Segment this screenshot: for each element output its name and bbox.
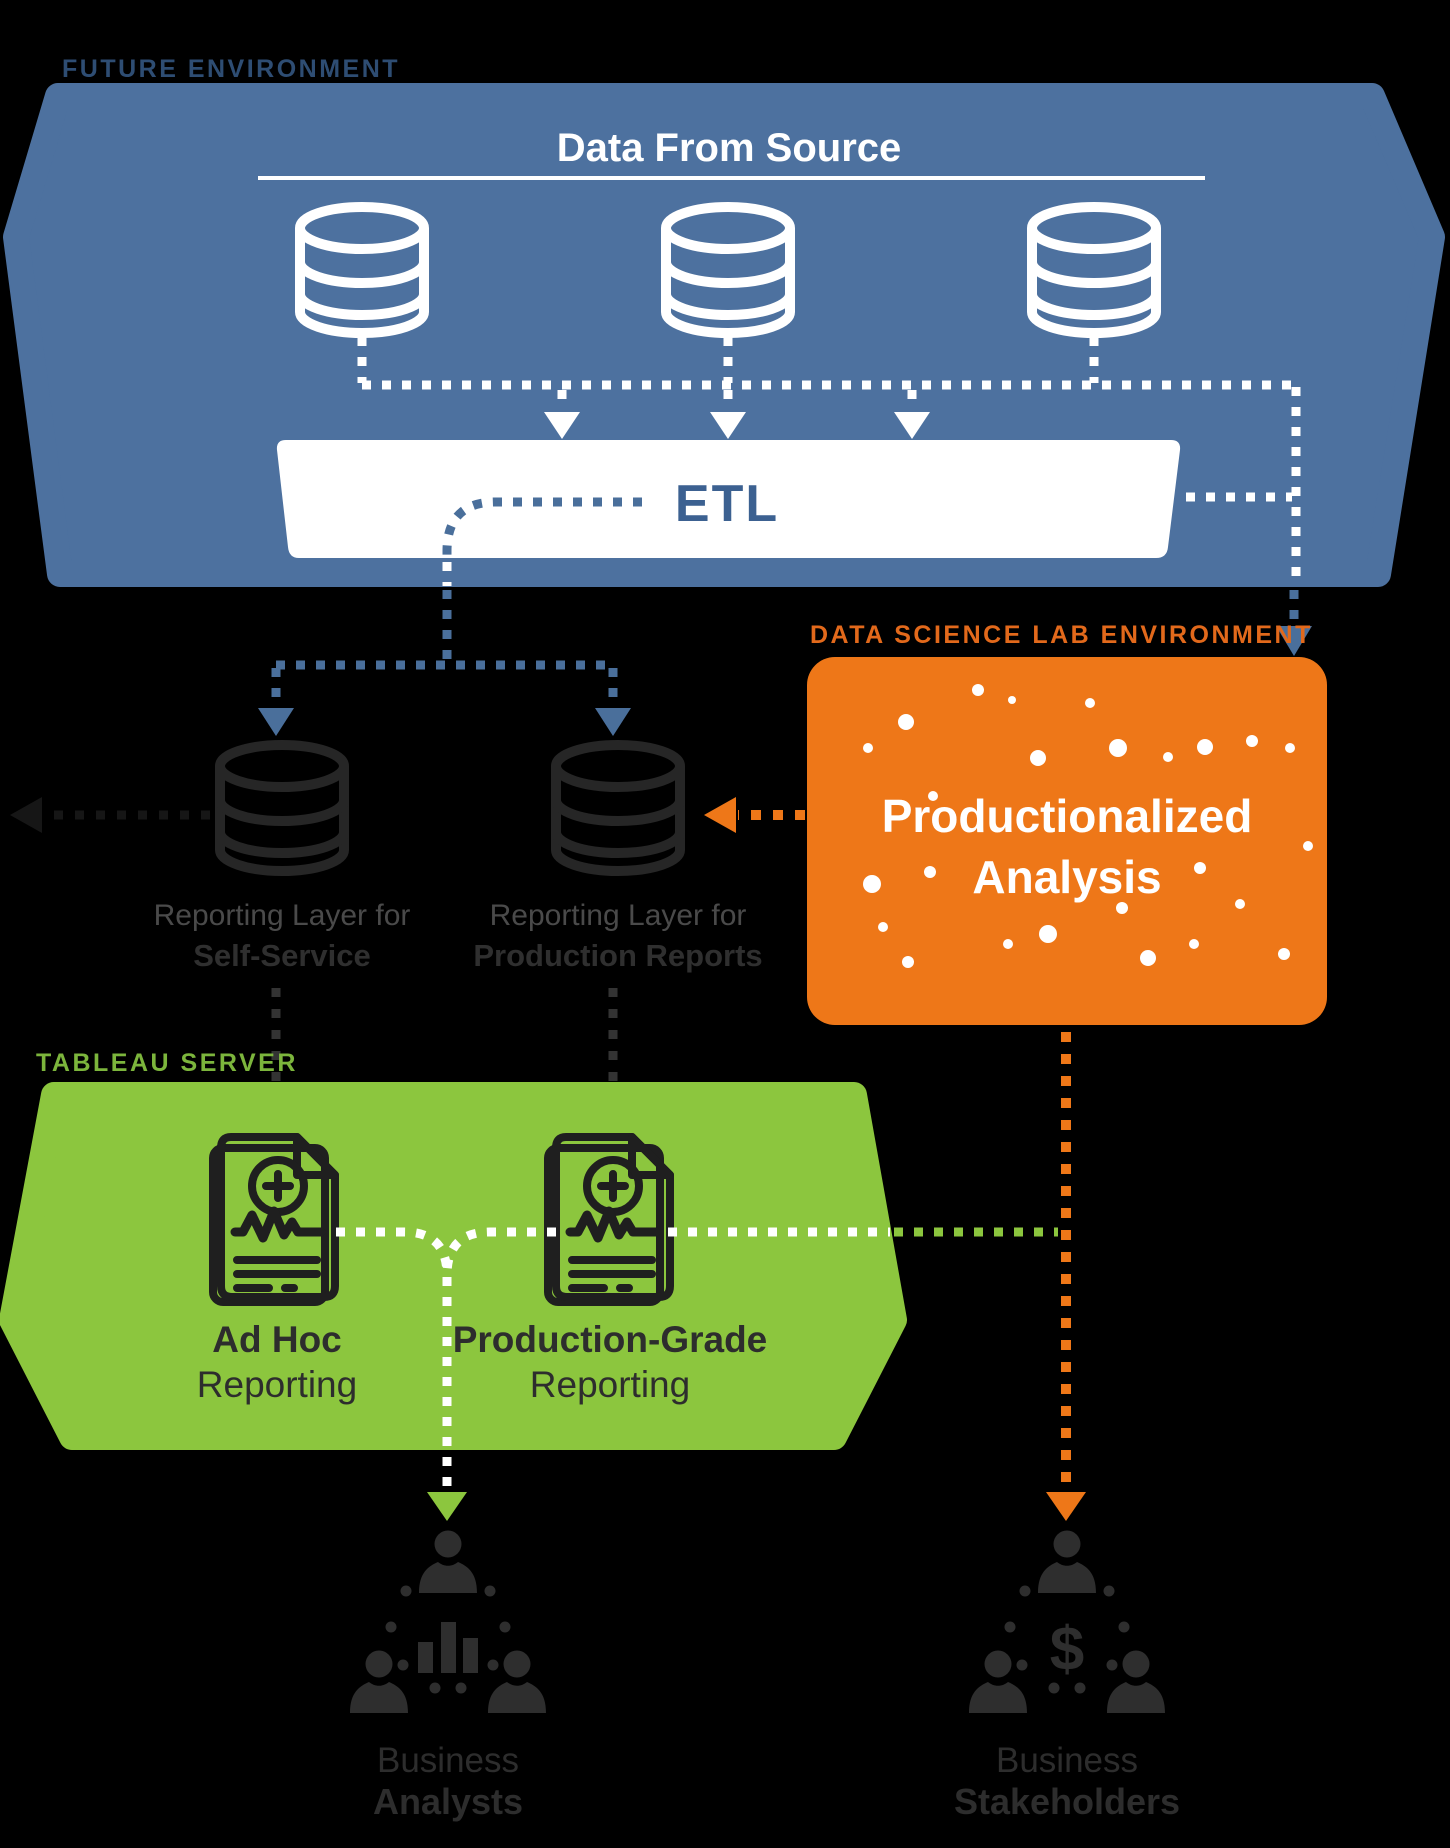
etl-label: ETL [675, 475, 779, 533]
productionalized-analysis-line2: Analysis [972, 851, 1161, 903]
reporting-self-service-line2: Self-Service [193, 938, 371, 973]
dollar-icon: $ [1050, 1615, 1084, 1684]
bar-chart-icon [418, 1622, 478, 1673]
arrow-down-icon [1046, 1492, 1086, 1521]
business-stakeholders-group-icon: $ [969, 1531, 1165, 1714]
production-grade-line2: Reporting [530, 1364, 690, 1405]
arrow-left-icon [10, 797, 42, 833]
production-grade-line1: Production-Grade [453, 1319, 768, 1360]
arrow-left-icon [704, 797, 736, 833]
sources-to-etl-connectors [357, 337, 1296, 439]
self-service-left-connector [10, 797, 210, 833]
arrow-down-icon [710, 412, 746, 439]
arrow-down-icon [1276, 626, 1312, 656]
reporting-production-line1: Reporting Layer for [490, 899, 747, 932]
data-from-source-title: Data From Source [557, 126, 902, 170]
tableau-server-region [0, 1082, 907, 1450]
data-science-lab-region [807, 657, 1327, 1025]
business-stakeholders-line1: Business [996, 1741, 1138, 1780]
arrow-down-icon [258, 708, 294, 736]
tableau-server-label: TABLEAU SERVER [36, 1049, 298, 1077]
arrow-down-icon [427, 1492, 467, 1521]
business-stakeholders-line2: Stakeholders [954, 1781, 1180, 1822]
business-analysts-line2: Analysts [373, 1781, 523, 1822]
business-analysts-line1: Business [377, 1741, 519, 1780]
lab-to-production-connector [704, 797, 805, 833]
productionalized-analysis-line1: Productionalized [882, 790, 1253, 842]
ad-hoc-line1: Ad Hoc [212, 1319, 342, 1360]
reporting-production-line2: Production Reports [473, 938, 762, 973]
arrow-down-icon [595, 708, 631, 736]
arrow-down-icon [544, 412, 580, 439]
lab-to-stakeholders-connector [1046, 1032, 1086, 1521]
etl-to-reporting-connector [258, 497, 642, 736]
future-environment-label: FUTURE ENVIRONMENT [62, 55, 400, 83]
ad-hoc-line2: Reporting [197, 1364, 357, 1405]
business-analysts-group-icon [350, 1531, 546, 1714]
data-science-lab-label: DATA SCIENCE LAB ENVIRONMENT [810, 621, 1313, 649]
etl-to-lab-connector [1186, 387, 1312, 656]
scatter-dots-decoration [863, 684, 1313, 968]
etl-box [276, 440, 1181, 558]
arrow-down-icon [894, 412, 930, 439]
reporting-self-service-line1: Reporting Layer for [154, 899, 411, 932]
reports-to-analysts-connector [336, 1227, 556, 1521]
